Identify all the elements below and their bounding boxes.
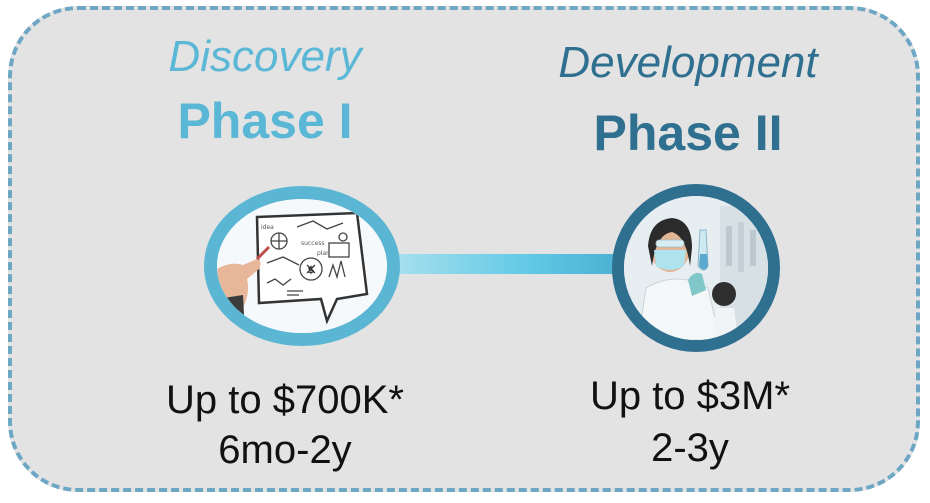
svg-text:plan: plan bbox=[317, 250, 330, 257]
sketch-hand-drawing-icon: success idea plan $ bbox=[217, 199, 387, 333]
phase-1-duration: 6mo-2y bbox=[218, 428, 352, 472]
svg-text:success: success bbox=[301, 240, 324, 247]
svg-text:idea: idea bbox=[261, 224, 274, 231]
phase-1-title: Phase I bbox=[177, 93, 353, 149]
phase-2-node bbox=[612, 184, 780, 352]
phase-2-stage-label: Development bbox=[558, 38, 818, 87]
phase-1-funding: Up to $700K* bbox=[166, 378, 404, 422]
phase-1-node: success idea plan $ bbox=[204, 186, 400, 346]
phase-1-stage-label: Discovery bbox=[168, 32, 362, 81]
phase-2-duration: 2-3y bbox=[651, 426, 729, 470]
phase-2-title: Phase II bbox=[593, 105, 783, 161]
phase-2-funding: Up to $3M* bbox=[589, 374, 791, 418]
phase-connector bbox=[396, 254, 628, 274]
svg-text:$: $ bbox=[308, 265, 315, 276]
lab-scientist-icon bbox=[624, 196, 768, 340]
